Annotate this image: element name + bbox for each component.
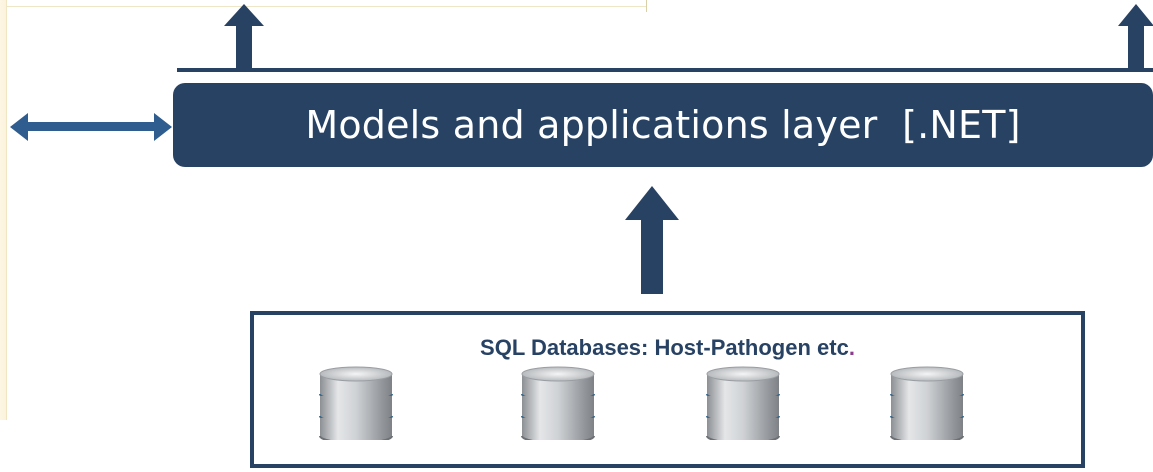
arrow-shaft (236, 26, 252, 70)
up-arrow-left (224, 0, 264, 70)
database-top (890, 366, 964, 382)
database-disc (891, 418, 963, 440)
database-disc (320, 418, 392, 440)
database-top (319, 366, 393, 382)
database-group-title-text: SQL Databases: Host-Pathogen etc (480, 335, 849, 360)
up-arrow-center (625, 186, 679, 294)
database-group-title-dot: . (848, 335, 855, 360)
arrow-head (1118, 4, 1153, 26)
database-cylinder-graphic (890, 366, 964, 440)
arrow-shaft (1128, 26, 1144, 70)
database-disc (522, 396, 594, 423)
database-disc (320, 396, 392, 423)
top-crop-border (6, 0, 646, 7)
up-arrow-right (1118, 0, 1153, 70)
database-group-title: SQL Databases: Host-Pathogen etc. (254, 335, 1081, 361)
database-icon (704, 366, 782, 440)
database-disc (707, 418, 779, 440)
database-disc (522, 374, 594, 401)
database-disc (891, 396, 963, 423)
arrow-head (625, 186, 679, 220)
arrow-shaft (641, 220, 663, 294)
arrow-head (224, 4, 264, 26)
database-disc (320, 374, 392, 401)
arrow-head-left (10, 113, 28, 141)
arrow-shaft (24, 122, 158, 131)
database-cylinder-graphic (521, 366, 595, 440)
connector-line (177, 68, 1153, 72)
left-edge-border (0, 0, 7, 420)
models-applications-layer: Models and applications layer [.NET] (173, 83, 1153, 167)
database-disc-band (706, 435, 780, 440)
database-top (521, 366, 595, 382)
layer-label: Models and applications layer [.NET] (305, 103, 1021, 147)
database-disc-band (319, 435, 393, 440)
database-disc-band (521, 435, 595, 440)
database-disc-band (890, 435, 964, 440)
database-disc (891, 374, 963, 401)
double-arrow (10, 113, 172, 141)
top-crop-tick (646, 0, 647, 12)
database-cylinder-graphic (706, 366, 780, 440)
database-disc (707, 396, 779, 423)
database-top (706, 366, 780, 382)
database-icon (888, 366, 966, 440)
database-icon (317, 366, 395, 440)
database-icon (519, 366, 597, 440)
database-cylinder-graphic (319, 366, 393, 440)
database-disc (522, 418, 594, 440)
database-disc (707, 374, 779, 401)
arrow-head-right (154, 113, 172, 141)
